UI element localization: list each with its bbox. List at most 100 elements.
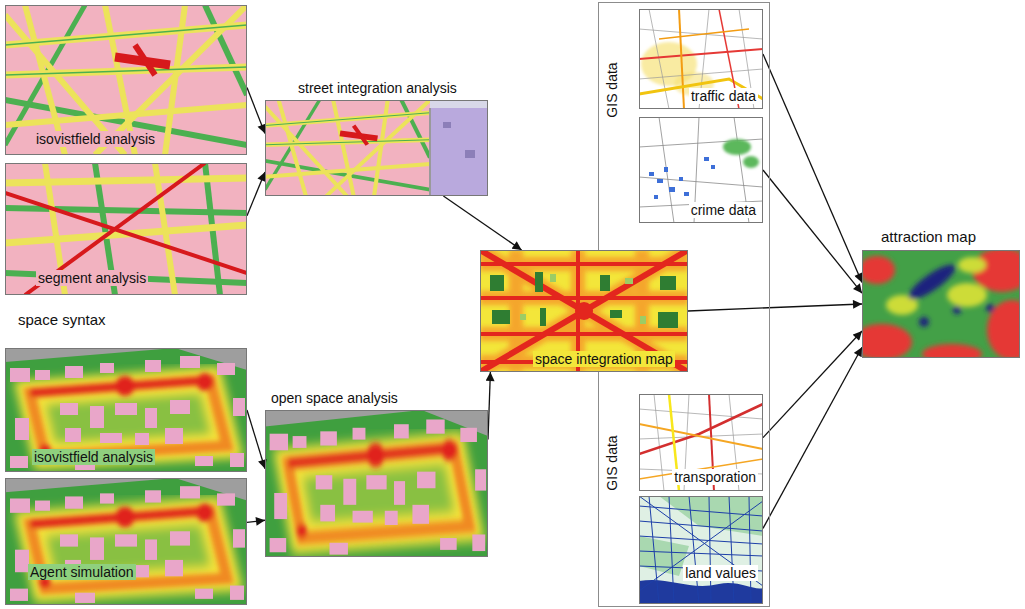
- image-panel: isovistfield analysis: [5, 348, 247, 472]
- space-integration-image-part: [480, 250, 688, 372]
- transport-map-image-part: [639, 394, 763, 491]
- attraction-map-image-part-part: [904, 259, 959, 304]
- transport-map-image-part: [639, 394, 763, 491]
- crime-map-image-part-part: [684, 192, 689, 196]
- open-space-image-part: [265, 410, 488, 557]
- flow-arrow: [443, 196, 521, 250]
- transport-map-image-part-part: [639, 424, 763, 449]
- traffic-map-image: [639, 9, 763, 109]
- integration-map-image-part: [465, 150, 475, 158]
- traffic-map-image-part-part: [639, 49, 763, 59]
- space-integration-image-part-part: [492, 310, 510, 324]
- flow-arrow: [247, 172, 265, 216]
- panel-label: space integration map: [533, 351, 675, 367]
- image-panel: Agent simulation: [5, 478, 247, 605]
- space-integration-image-part-part: [480, 250, 688, 372]
- attraction-map-image-part: [852, 248, 1025, 364]
- segment-map-image-part-part: [5, 193, 247, 273]
- attraction-map-image: [852, 248, 1025, 364]
- land-value-map-image-part-part: [639, 521, 763, 531]
- flow-arrow: [763, 54, 862, 282]
- crime-map-image-part-part: [659, 117, 674, 223]
- street-map-image-part: [5, 5, 247, 155]
- land-value-map-image-part: [639, 536, 689, 576]
- crime-map-image-part-part: [654, 195, 658, 199]
- space-integration-image-part-part: [640, 316, 646, 324]
- crime-map-image-part-part: [743, 156, 759, 168]
- group-label: GIS data: [604, 433, 620, 492]
- segment-map-image-part: [5, 163, 247, 295]
- land-value-map-image-part-part: [749, 496, 751, 604]
- land-value-map-image-part-part: [639, 536, 763, 544]
- land-value-map-image-part: [639, 496, 763, 604]
- land-value-map-image-part-part: [689, 496, 699, 604]
- image-panel: traffic data: [639, 9, 763, 109]
- segment-map-image-part-part: [5, 208, 247, 213]
- crime-map-image-part-part: [664, 167, 668, 172]
- land-value-map-image-part-part: [639, 496, 763, 586]
- attraction-map-image-part-part: [922, 344, 982, 364]
- panel-label: crime data: [689, 202, 758, 218]
- crime-map-image-part-part: [669, 187, 675, 192]
- traffic-map-image-part: [639, 9, 763, 109]
- space-integration-image-part-part: [660, 276, 676, 290]
- flow-arrow: [247, 410, 265, 469]
- crime-map-image-part: [639, 117, 763, 223]
- traffic-map-image-part-part: [649, 9, 669, 109]
- space-integration-image-part-part: [480, 250, 688, 372]
- image-panel: open space analysis: [265, 410, 488, 557]
- panel-label: land values: [683, 565, 758, 581]
- flow-arrow: [763, 331, 862, 438]
- space-integration-image-part-part: [600, 275, 610, 291]
- crime-map-image-part-part: [711, 165, 715, 169]
- traffic-map-image-part-part: [639, 29, 763, 39]
- image-panel: land values: [639, 496, 763, 604]
- land-value-map-image-part: [639, 496, 763, 604]
- integration-map-image: [265, 100, 488, 196]
- space-integration-image-part: [575, 302, 593, 320]
- image-panel: transporation: [639, 394, 763, 491]
- space-integration-image-part-part: [490, 275, 504, 291]
- image-panel: space integration map: [480, 250, 688, 372]
- transport-map-image: [639, 394, 763, 491]
- space-integration-image-part-part: [535, 272, 543, 292]
- image-panel: segment analysis: [5, 163, 247, 295]
- crime-map-image-part-part: [723, 139, 751, 155]
- attraction-map-image-part-part: [958, 257, 986, 273]
- integration-map-image-part: [429, 108, 431, 196]
- isovist-3d-image: [5, 348, 247, 472]
- space-integration-image-part-part: [610, 310, 622, 318]
- isovist-3d-image-part: [5, 348, 247, 472]
- space-integration-image-part-part: [480, 250, 688, 372]
- integration-map-image-part: [430, 100, 488, 196]
- integration-map-image-part: [265, 100, 488, 196]
- flow-arrow: [488, 372, 490, 439]
- space-integration-image-part-part: [480, 332, 688, 336]
- panel-label: isovistfield analysis: [34, 131, 157, 147]
- crime-map-image: [639, 117, 763, 223]
- panel-label: isovistfield analysis: [32, 449, 155, 465]
- transport-map-image-part-part: [639, 404, 763, 454]
- agent-3d-image: [5, 478, 247, 605]
- space-integration-image-part: [480, 250, 688, 372]
- attraction-map-image-part-part: [852, 324, 912, 360]
- transport-map-image-part: [639, 394, 763, 491]
- space-integration-image-part-part: [625, 278, 633, 284]
- traffic-map-image-part-part: [659, 29, 749, 39]
- flow-arrow: [688, 304, 862, 311]
- space-integration-image-part: [480, 250, 688, 372]
- attraction-map-image-part-part: [953, 306, 961, 314]
- panel-label: traffic data: [689, 88, 758, 104]
- crime-map-image-part-part: [657, 179, 663, 183]
- space-integration-image-part-part: [520, 314, 526, 320]
- street-map-image-part: [5, 5, 247, 155]
- crime-map-image-part: [649, 157, 715, 199]
- integration-map-image-part: [443, 122, 451, 128]
- crime-map-image-part-part: [649, 172, 654, 176]
- attraction-map-image-part-part: [859, 256, 895, 284]
- integration-map-image-part: [430, 100, 488, 108]
- land-value-map-image-part-part: [729, 496, 734, 604]
- land-value-map-image-part-part: [709, 496, 711, 604]
- space-integration-image-part-part: [658, 312, 678, 328]
